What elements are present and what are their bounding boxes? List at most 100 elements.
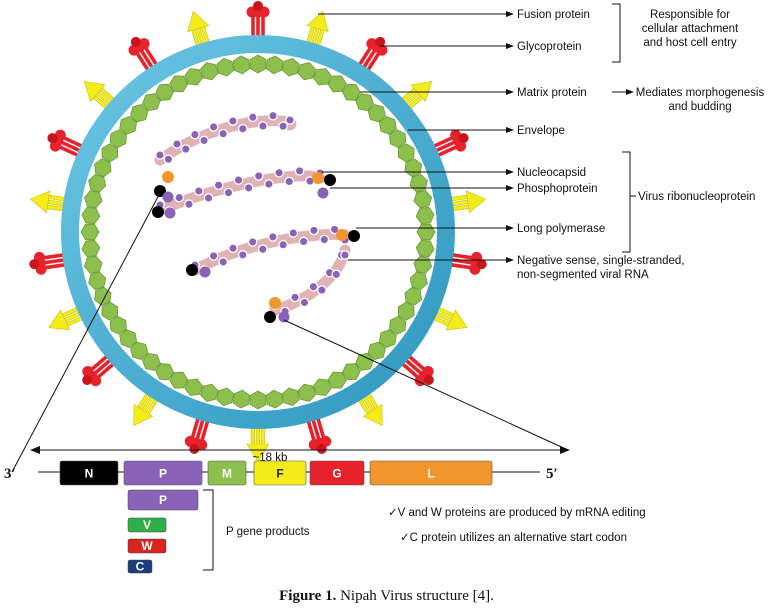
nucleocapsid-dot [162,191,174,203]
polymerase-complexes [152,171,360,323]
leader-lines [11,3,636,571]
matrix-protein-hexagon [101,143,119,163]
p-product-label-w: W [141,539,153,553]
matrix-protein-hexagon [88,271,107,290]
p-product-label-c: C [136,560,145,574]
nucleocapsid-bead [228,243,238,254]
caption-label: Figure 1. [279,588,337,604]
matrix-protein-hexagon [249,54,267,74]
matrix-protein-hexagon [415,206,435,225]
nucleocapsid-bead [199,135,209,146]
polymerase-dot [324,174,336,186]
matrix-protein-hexagon [281,57,300,77]
nucleocapsid-bead [299,297,310,308]
group-morphogenesis-line2: and budding [668,101,731,113]
matrix-protein-hexagon [281,387,300,407]
matrix-protein-hexagon [312,378,332,396]
p-product-label-v: V [143,518,151,532]
nucleocapsid-bead [247,237,258,247]
matrix-protein-hexagon [297,383,316,402]
matrix-protein-hexagon [88,174,107,193]
p-product-label-p: P [159,493,167,507]
nucleocapsid-bead [247,112,258,123]
nucleocapsid-dot [278,311,290,323]
label-long-polymerase: Long polymerase [517,223,605,235]
matrix-protein-hexagon [404,286,422,306]
matrix-protein-hexagon [119,116,138,135]
matrix-protein-hexagon [81,206,101,225]
matrix-protein-hexagon [397,301,415,321]
nucleocapsid-bead [237,250,248,260]
nucleocapsid-bead [309,225,319,236]
nucleocapsid-bead [193,186,204,196]
gene-box-g [309,460,365,486]
note-mrna-editing: ✓V and W proteins are produced by mRNA e… [388,507,646,519]
nucleocapsid-bead [163,154,174,165]
matrix-protein-hexagon [184,378,204,396]
matrix-protein-hexagon [83,255,103,274]
polymerase-dot [186,264,198,276]
matrix-protein-hexagon [130,341,149,360]
polymerase-dot [152,206,164,218]
matrix-protein-hexagon [216,57,235,77]
gene-box-m [207,460,247,486]
phosphoprotein-dot [312,172,324,184]
matrix-protein-hexagon [109,315,127,335]
nucleocapsid-bead [223,187,234,198]
matrix-protein-hexagon [119,329,138,348]
nucleocapsid-bead [208,122,219,132]
nucleocapsid-bead [243,183,254,193]
nucleocapsid-bead [317,285,327,295]
matrix-protein-layer [80,54,436,410]
matrix-protein-hexagon [413,255,433,274]
nucleocapsid-bead [184,199,194,210]
matrix-protein-hexagon [169,75,189,93]
nucleocapsid-bead [284,176,295,187]
matrix-protein-hexagon [130,104,149,123]
nucleocapsid-bead [298,236,309,247]
matrix-protein-hexagon [397,143,415,163]
nucleocapsid-bead [190,129,200,140]
p-product-box-c [127,559,153,574]
matrix-protein-hexagon [249,390,267,410]
nucleocapsid-bead [329,224,340,235]
nucleocapsid-bead [228,116,238,126]
nucleocapsid-bead [290,292,300,303]
matrix-protein-hexagon [232,389,251,409]
rna-helix-segment [269,244,351,316]
glycoprotein-spike [184,410,212,454]
nucleocapsid-bead [278,121,288,132]
nucleocapsid-bead [331,269,342,280]
matrix-protein-hexagon [404,158,422,178]
matrix-protein-hexagon [416,223,436,241]
matrix-protein-hexagon [341,83,361,101]
nucleocapsid-bead [257,244,268,255]
label-nucleocapsid: Nucleocapsid [517,167,586,179]
matrix-protein-hexagon [327,75,347,93]
gene-box-f [253,460,307,486]
nucleocapsid-bead [258,121,268,131]
matrix-protein-hexagon [142,93,161,112]
matrix-protein-hexagon [312,68,332,86]
group-attachment-line3: and host cell entry [643,37,737,49]
matrix-protein-hexagon [409,271,428,290]
group-ribonucleoprotein: Virus ribonucleoprotein [638,191,755,203]
matrix-protein-hexagon [232,55,251,75]
matrix-protein-hexagon [265,55,284,75]
phosphoprotein-dot [162,171,174,183]
glycoprotein-spike [353,36,388,78]
label-glycoprotein: Glycoprotein [517,41,582,53]
nucleocapsid-bead [264,179,274,189]
p-product-box-v [127,517,167,533]
nucleocapsid-dot [164,207,176,219]
matrix-protein-hexagon [142,352,161,371]
matrix-protein-hexagon [94,286,112,306]
nucleocapsid-bead [174,192,185,203]
matrix-protein-hexagon [355,93,374,112]
gene-label-f: F [276,467,283,481]
nucleocapsid-bead [340,250,350,260]
matrix-protein-hexagon [265,389,284,409]
matrix-protein-hexagon [378,116,397,135]
